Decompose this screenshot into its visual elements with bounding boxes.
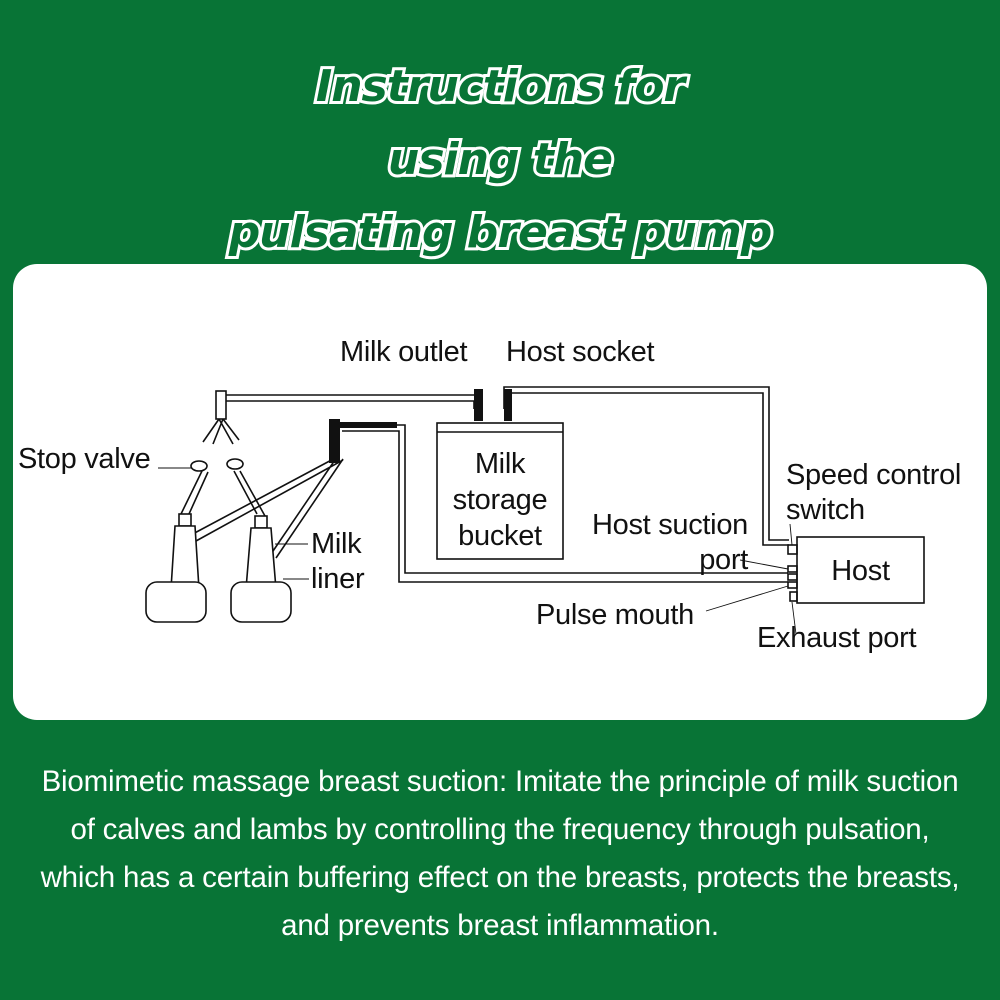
label-pulse-mouth: Pulse mouth bbox=[536, 599, 694, 631]
title-line-1: Instructions for bbox=[313, 58, 688, 115]
label-milk-outlet: Milk outlet bbox=[340, 336, 468, 368]
host-box bbox=[796, 536, 925, 604]
milk-outlet-socket bbox=[474, 389, 483, 421]
right-hose bbox=[233, 470, 266, 517]
pulse-junction bbox=[329, 419, 340, 463]
liner-tubes bbox=[188, 453, 344, 559]
title-line-2: using the bbox=[385, 131, 616, 188]
right-cup-base bbox=[230, 581, 292, 623]
label-milk-storage-bucket: Milk storage bucket bbox=[452, 448, 548, 552]
diagram-panel: Milk outlet Host socket Stop valve Milk … bbox=[13, 264, 987, 720]
exhaust-port-leader bbox=[791, 601, 797, 635]
label-host-socket: Host socket bbox=[506, 336, 655, 368]
label-speed-control-switch: Speed control switch bbox=[786, 459, 962, 526]
label-exhaust-port: Exhaust port bbox=[757, 622, 917, 654]
exhaust-port bbox=[789, 591, 798, 602]
speed-control-switch bbox=[787, 544, 798, 555]
left-cup-base bbox=[145, 581, 207, 623]
title-line-3: pulsating breast pump bbox=[226, 204, 775, 261]
right-milk-liner bbox=[245, 527, 277, 590]
pump-diagram bbox=[145, 386, 925, 635]
splitter-branches bbox=[202, 418, 240, 445]
left-hose bbox=[180, 470, 209, 515]
right-stop-valve bbox=[226, 458, 244, 470]
milk-storage-bucket bbox=[436, 422, 564, 560]
speed-switch-leader bbox=[789, 523, 793, 546]
description-text: Biomimetic massage breast suction: Imita… bbox=[40, 765, 960, 942]
splitter-connector bbox=[215, 390, 227, 420]
label-stop-valve: Stop valve bbox=[18, 443, 151, 475]
label-milk-liner: Milk liner bbox=[311, 528, 365, 595]
host-socket-plug bbox=[504, 389, 512, 421]
left-stop-valve bbox=[190, 460, 208, 472]
suction-port-leader bbox=[739, 559, 789, 570]
page-title: Instructions for using the pulsating bre… bbox=[0, 50, 1000, 269]
label-host: Host bbox=[831, 555, 890, 587]
pulse-mouth-leader bbox=[705, 585, 789, 612]
host-suction-port bbox=[787, 565, 798, 573]
pulse-mouth-port bbox=[787, 581, 798, 589]
left-milk-liner bbox=[170, 525, 200, 590]
label-host-suction-port: Host suction port bbox=[592, 509, 748, 576]
outlet-tube bbox=[217, 391, 481, 409]
liner-leader bbox=[275, 543, 309, 580]
